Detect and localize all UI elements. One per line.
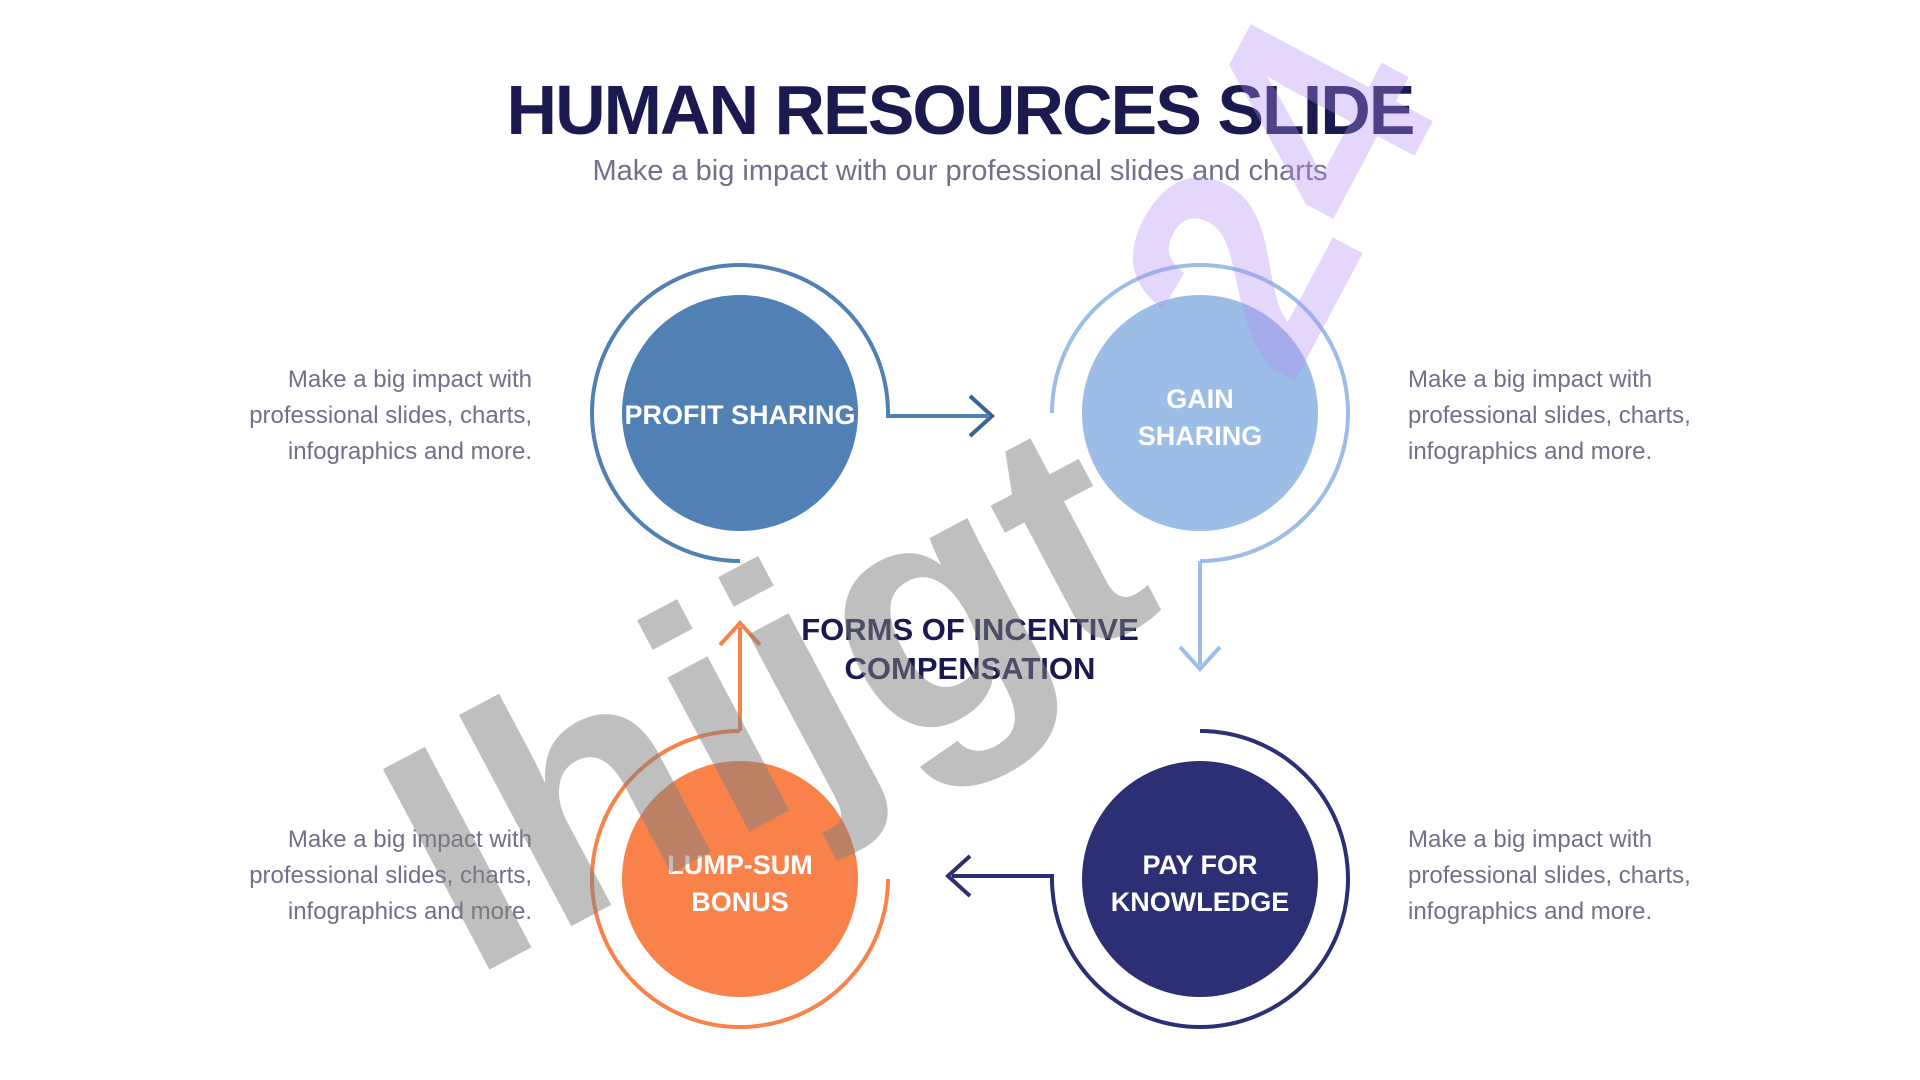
pay-for-knowledge-label-2: KNOWLEDGE xyxy=(1111,887,1290,917)
description-line: professional slides, charts, xyxy=(1408,402,1691,429)
arrow-left xyxy=(945,854,1054,898)
description-line: Make a big impact with xyxy=(1408,826,1653,853)
center-label-line-1: FORMS OF INCENTIVE xyxy=(801,612,1139,647)
arrow-down xyxy=(1178,561,1222,672)
gain-sharing-label-1: GAIN xyxy=(1166,384,1234,414)
lump-sum-bonus-circle xyxy=(622,761,858,997)
pay-for-knowledge-circle xyxy=(1082,761,1318,997)
page-title: HUMAN RESOURCES SLIDE xyxy=(506,71,1416,149)
description-bottom-left: Make a big impact with professional slid… xyxy=(172,822,532,930)
description-line: professional slides, charts, xyxy=(1408,862,1691,889)
pay-for-knowledge-label-1: PAY FOR xyxy=(1142,850,1257,880)
description-line: Make a big impact with xyxy=(1408,366,1653,393)
arrow-right xyxy=(886,394,995,438)
lump-sum-bonus-label-2: BONUS xyxy=(691,887,789,917)
description-top-left: Make a big impact with professional slid… xyxy=(172,362,532,470)
lump-sum-bonus-label-1: LUMP-SUM xyxy=(667,850,812,880)
profit-sharing-circle xyxy=(622,295,858,531)
profit-sharing-node: PROFIT SHARING xyxy=(590,263,890,563)
gain-sharing-circle xyxy=(1082,295,1318,531)
lump-sum-bonus-node: LUMP-SUM BONUS xyxy=(590,729,890,1029)
profit-sharing-label: PROFIT SHARING xyxy=(624,400,855,430)
page-subtitle: Make a big impact with our professional … xyxy=(592,155,1328,187)
description-top-right: Make a big impact with professional slid… xyxy=(1408,362,1768,470)
description-line: infographics and more. xyxy=(1408,438,1653,465)
lump-sum-bonus-ring xyxy=(590,729,890,1029)
profit-sharing-ring xyxy=(590,263,890,563)
description-line: Make a big impact with xyxy=(287,366,532,393)
description-line: infographics and more. xyxy=(287,438,532,465)
description-line: professional slides, charts, xyxy=(249,862,532,889)
gain-sharing-label-2: SHARING xyxy=(1138,421,1263,451)
gain-sharing-ring xyxy=(1050,263,1350,563)
description-line: infographics and more. xyxy=(1408,898,1653,925)
center-label-line-2: COMPENSATION xyxy=(845,651,1096,686)
pay-for-knowledge-ring xyxy=(1050,729,1350,1029)
description-bottom-right: Make a big impact with professional slid… xyxy=(1408,822,1768,930)
gain-sharing-node: GAIN SHARING xyxy=(1050,263,1350,563)
description-line: infographics and more. xyxy=(287,898,532,925)
pay-for-knowledge-node: PAY FOR KNOWLEDGE xyxy=(1050,729,1350,1029)
description-line: Make a big impact with xyxy=(287,826,532,853)
arrow-up xyxy=(718,620,762,731)
description-line: professional slides, charts, xyxy=(249,402,532,429)
